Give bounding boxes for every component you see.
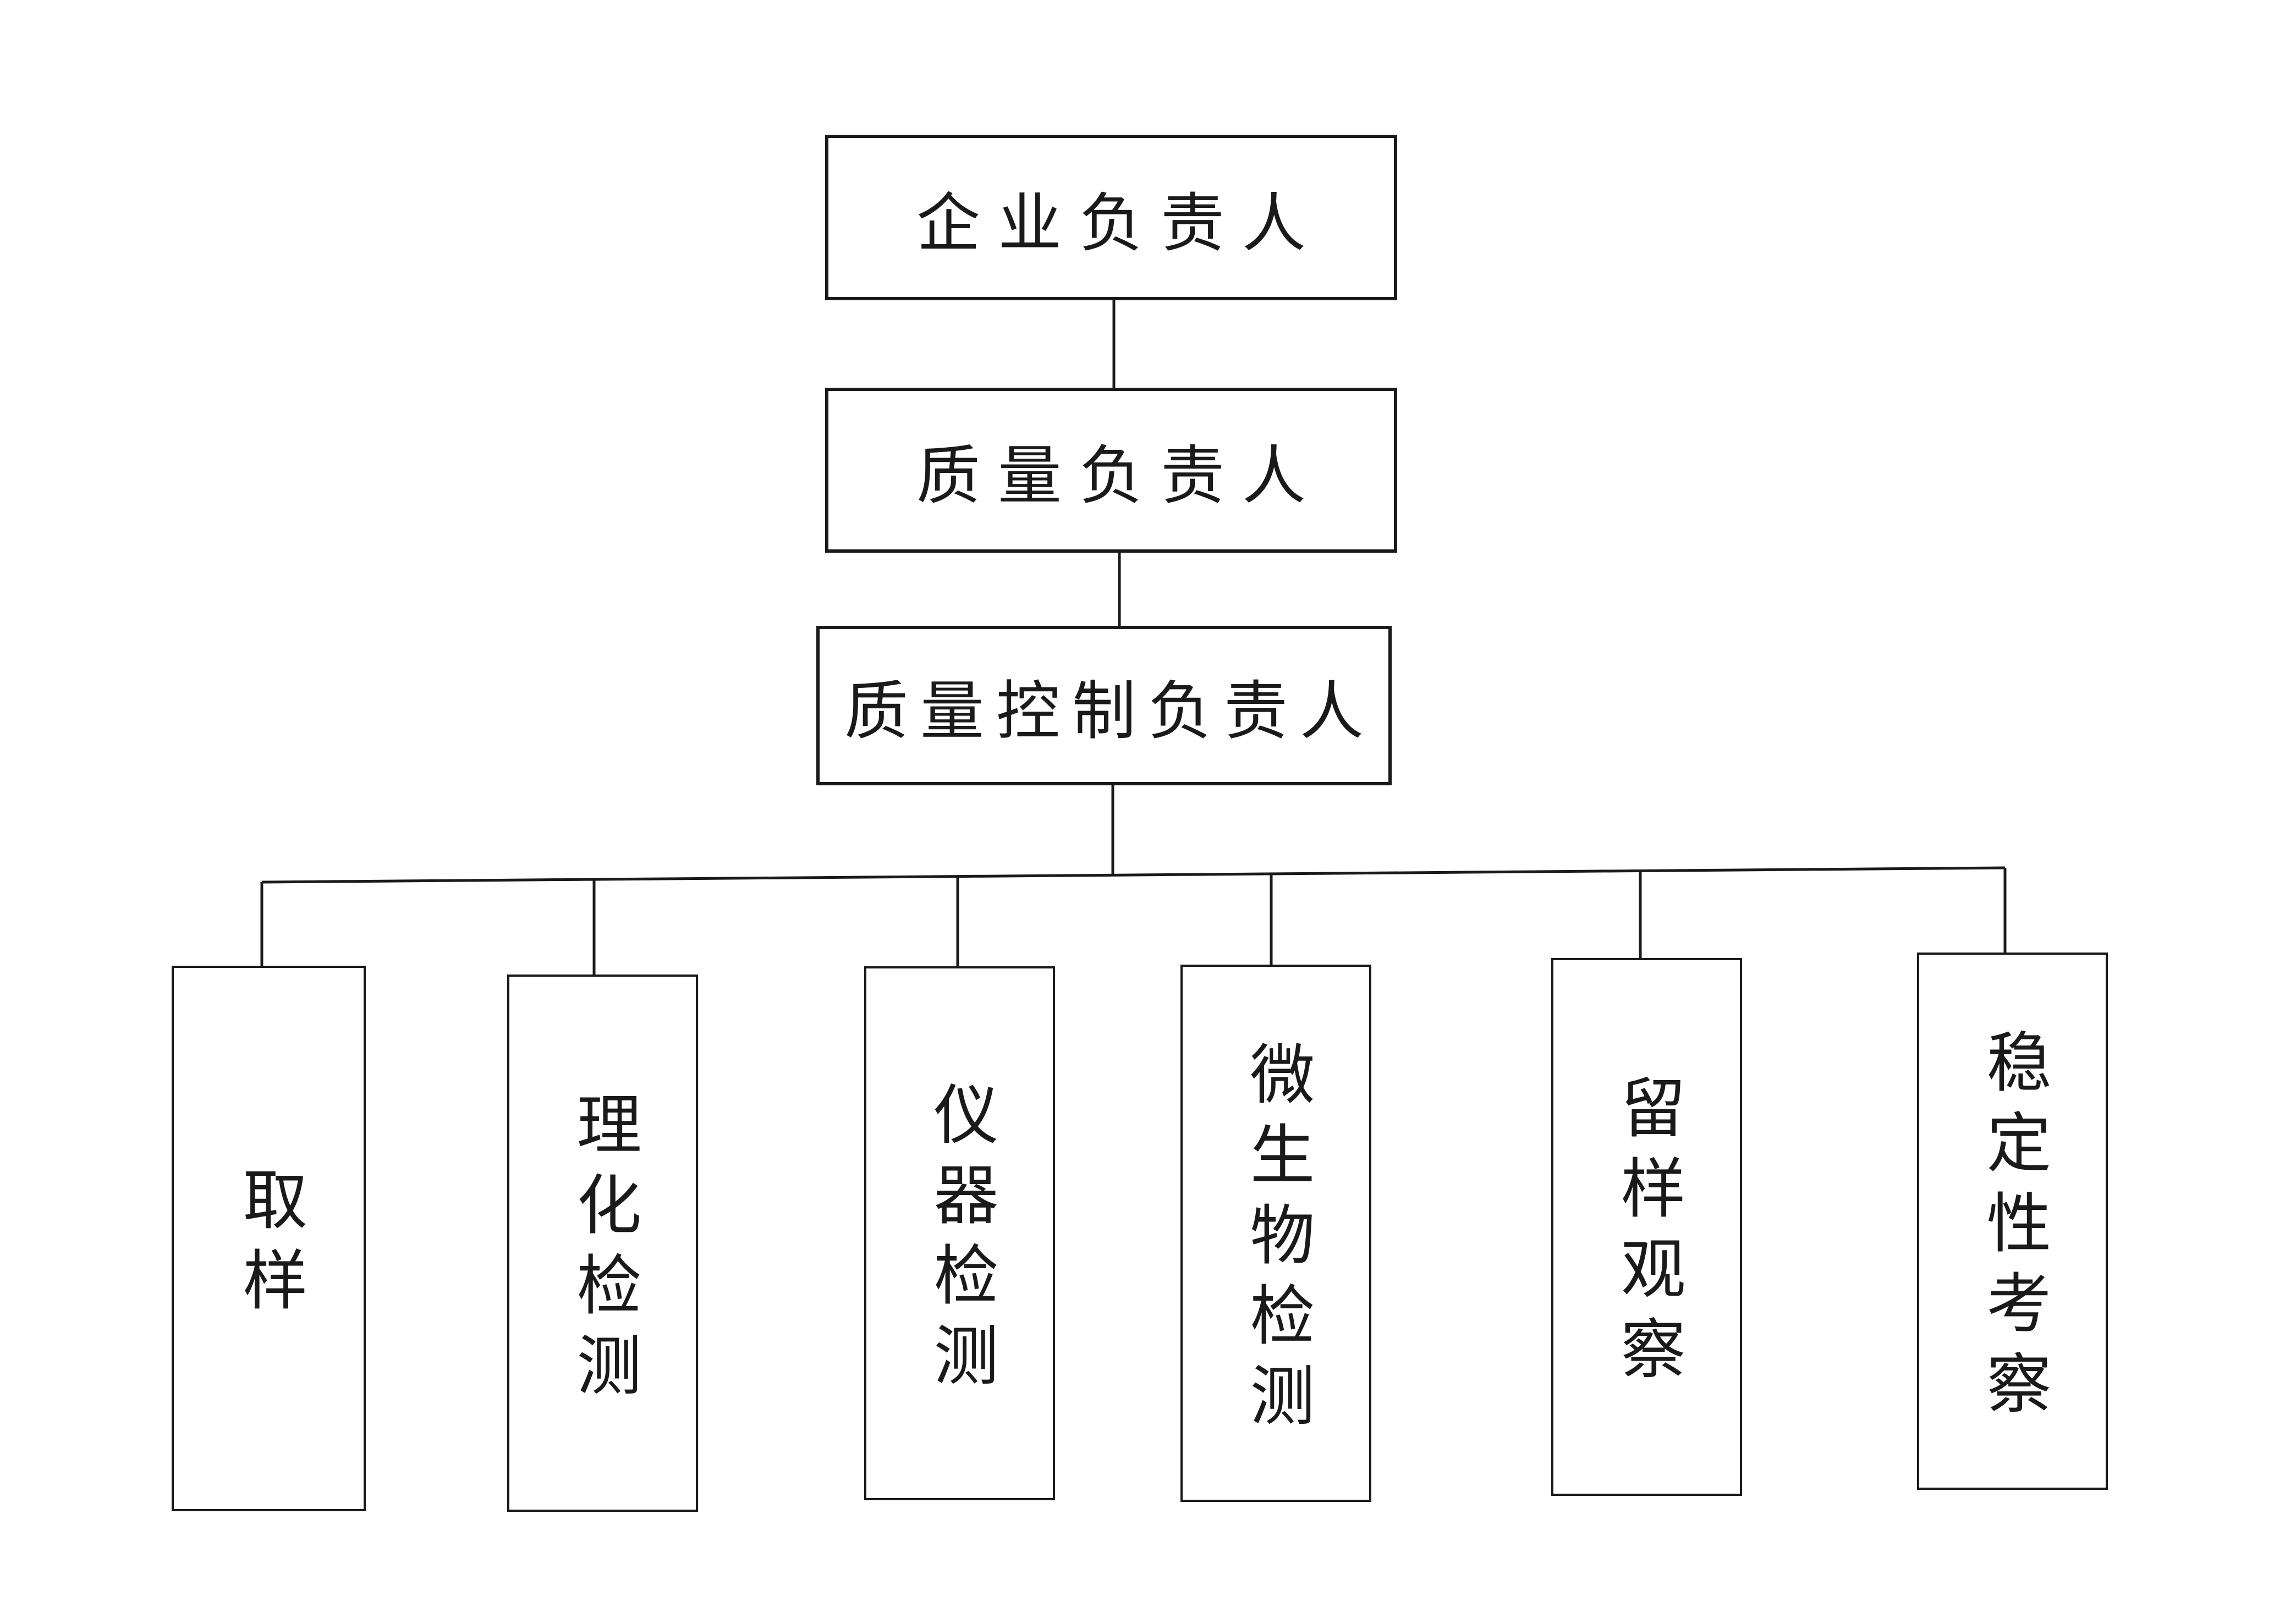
node-label: 稳定性考察 <box>1976 1028 2048 1430</box>
node-microbial-testing: 微生物检测 <box>1180 965 1371 1502</box>
node-label: 企业负责人 <box>916 189 1323 260</box>
node-sampling: 取样 <box>172 966 366 1511</box>
node-label: 仪器检测 <box>924 1080 996 1402</box>
node-label: 理化检测 <box>567 1090 639 1412</box>
node-label: 留样观察 <box>1611 1074 1683 1395</box>
node-label: 微生物检测 <box>1240 1040 1312 1442</box>
node-instrument-testing: 仪器检测 <box>864 966 1055 1500</box>
node-stability-study: 稳定性考察 <box>1917 953 2108 1490</box>
node-physicochemical-testing: 理化检测 <box>507 975 698 1512</box>
node-retained-sample-observation: 留样观察 <box>1551 958 1742 1496</box>
connector-rail <box>261 866 2006 884</box>
node-quality-control-head: 质量控制负责人 <box>816 626 1392 785</box>
node-enterprise-head: 企业负责人 <box>825 135 1397 300</box>
node-label: 质量控制负责人 <box>844 677 1376 747</box>
node-label: 质量负责人 <box>916 442 1323 512</box>
node-quality-head: 质量负责人 <box>825 388 1397 553</box>
node-label: 取样 <box>233 1166 305 1326</box>
